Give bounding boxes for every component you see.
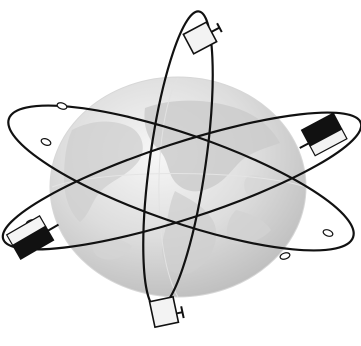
satellite-icon	[183, 18, 224, 54]
satellite-icon	[293, 113, 347, 160]
satellite-icon	[150, 296, 185, 328]
